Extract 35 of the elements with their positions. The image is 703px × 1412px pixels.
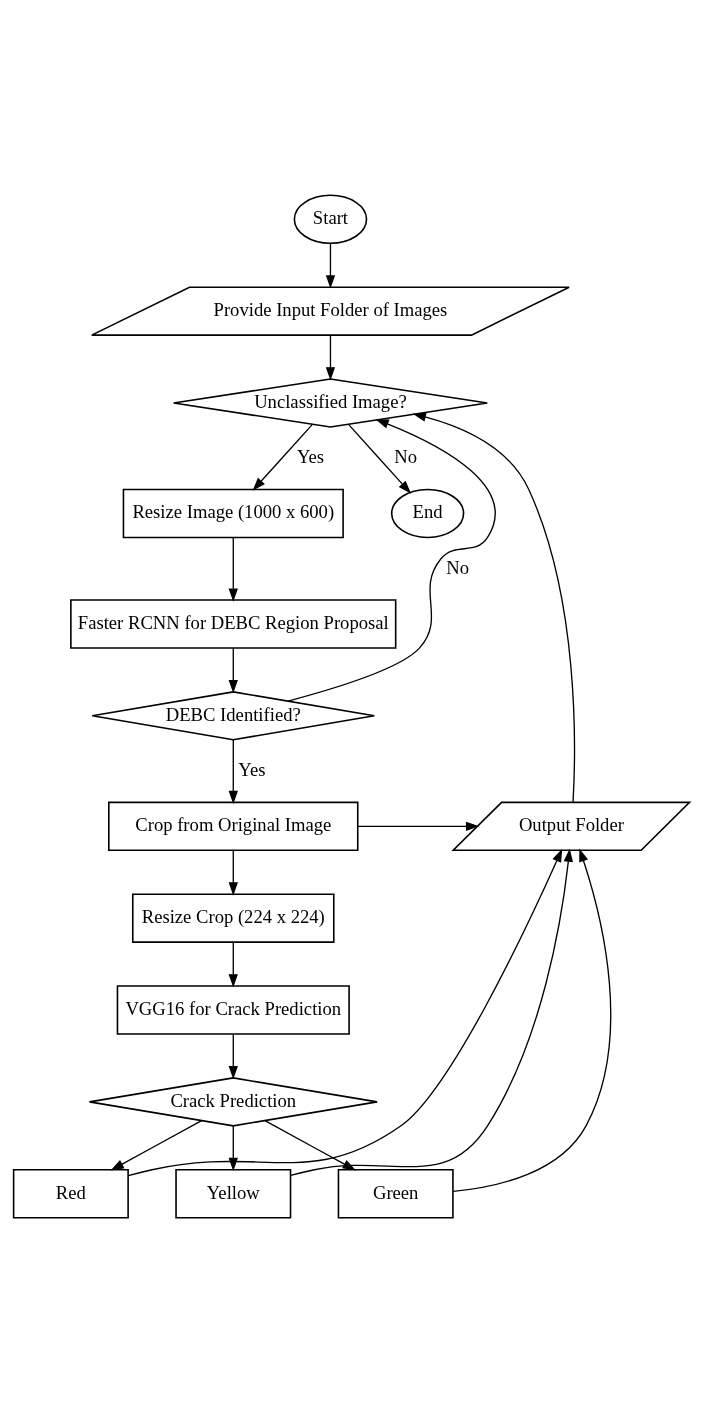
arrow	[110, 1119, 203, 1171]
node-box: VGG16 for Crack Prediction	[116, 984, 350, 1035]
arrow	[228, 941, 238, 987]
edge-label: Yes	[238, 758, 266, 780]
node-box: Resize Image (1000 x 600)	[122, 488, 344, 538]
arrow	[452, 847, 612, 1192]
node-box: Yellow	[175, 1168, 292, 1218]
node-box: Green	[337, 1168, 454, 1218]
arrow	[228, 1033, 238, 1079]
node-ellipse: Start	[293, 194, 368, 244]
arrow	[325, 334, 336, 380]
arrow	[252, 423, 313, 491]
node-box: Crop from Original Image	[108, 801, 359, 851]
node-diamond: DEBC Identified?	[91, 690, 376, 741]
arrow	[228, 738, 238, 804]
node-box: Resize Crop (224 x 224)	[131, 892, 335, 943]
edge-label: No	[446, 556, 469, 578]
arrow	[325, 242, 336, 289]
node-box: Faster RCNN for DEBC Region Proposal	[70, 598, 397, 649]
arrow	[357, 821, 480, 831]
arrow	[228, 647, 238, 693]
node-diamond: Crack Prediction	[88, 1076, 378, 1127]
arrow	[287, 418, 496, 702]
arrow	[348, 423, 412, 494]
arrow	[290, 847, 573, 1176]
edge-label: No	[394, 445, 418, 467]
node-ellipse: End	[390, 488, 465, 538]
arrow	[228, 849, 238, 896]
arrow	[228, 1125, 238, 1171]
node-box: Red	[12, 1168, 129, 1218]
arrow	[228, 536, 238, 602]
arrow	[412, 411, 576, 803]
arrow	[264, 1119, 356, 1171]
arrow	[127, 848, 563, 1176]
edge-label: Yes	[296, 445, 325, 467]
